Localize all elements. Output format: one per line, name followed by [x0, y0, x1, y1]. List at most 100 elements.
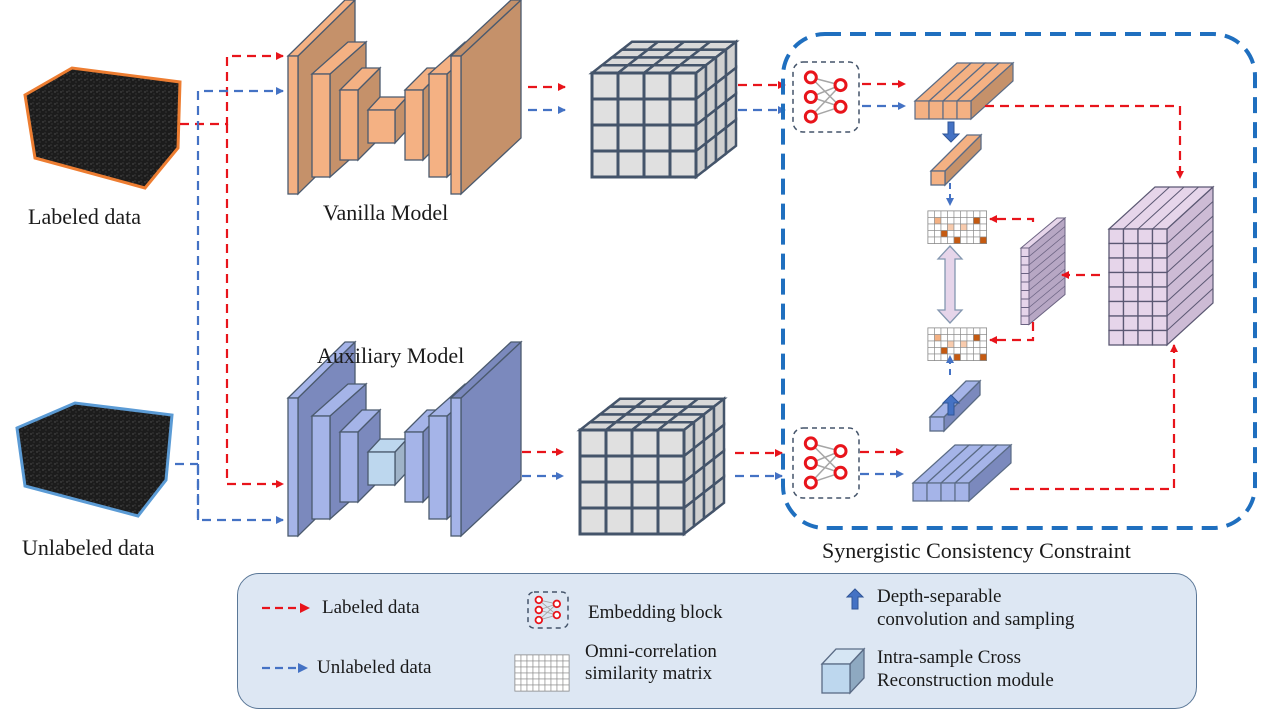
neuron-node [803, 90, 818, 104]
scc-red-flow-arrows [985, 104, 1184, 491]
vanilla-model-label: Vanilla Model [323, 200, 449, 225]
tensor-cell [1151, 271, 1168, 288]
cube-front-cell [616, 149, 646, 179]
tensor-cell [1122, 315, 1139, 332]
cube-front-cell [590, 123, 620, 153]
top-slab-to-pink-tensor-arrow [985, 104, 1184, 179]
cube-front-cell [630, 506, 660, 536]
tensor-cell [1122, 271, 1139, 288]
cube-front-cell [616, 123, 646, 153]
slice-to-bottom-matrix-arrow [989, 322, 1035, 344]
vanilla-decoder-layer-3 [449, 0, 522, 196]
cube-front-cell [590, 149, 620, 179]
vanilla-feature-slab [913, 61, 1015, 121]
tensor-cell [1108, 257, 1125, 274]
bottom-slab-to-pink-tensor-arrow [1010, 344, 1178, 491]
labeled-data-label: Labeled data [28, 204, 141, 229]
cube-front-cell [604, 480, 634, 510]
legend-similarity-line1: Omni-correlation [585, 641, 717, 662]
cube-front-cell [668, 97, 698, 127]
cube-front-cell [642, 97, 672, 127]
tensor-cell [1108, 315, 1125, 332]
legend-panel [237, 573, 1197, 709]
neuron-node [833, 465, 848, 480]
cube-side-cell [724, 117, 738, 157]
cube-side-cell [712, 474, 726, 514]
cube-side-cell [704, 132, 718, 172]
neuron-node [833, 99, 848, 114]
cube-front-cell [590, 97, 620, 127]
embedding-block-bottom-glyph [792, 427, 860, 499]
vanilla-rod [929, 133, 983, 187]
tensor-cell [1122, 257, 1139, 274]
tensor-cell [1108, 228, 1125, 245]
scc-region-border [781, 32, 1257, 530]
similarity-matrix-bottom [927, 327, 987, 361]
correlation-slice [1019, 216, 1067, 326]
cube-front-cell [578, 480, 608, 510]
cube-front-cell [642, 71, 672, 101]
tensor-cell [1122, 286, 1139, 303]
embedding-output-arrows [860, 80, 906, 478]
cube-front-cell [604, 506, 634, 536]
auxiliary-model-label: Auxiliary Model [317, 343, 465, 368]
tensor-cell [1137, 228, 1154, 245]
auxiliary-encoder-layer-3 [338, 408, 382, 504]
cube-front-cell [668, 71, 698, 101]
tensor-cell [1151, 228, 1168, 245]
legend-icr-line1: Intra-sample Cross [877, 647, 1022, 668]
tensor-cell [1122, 242, 1139, 259]
auxiliary-rod-body [928, 379, 982, 433]
tensor-cell [1108, 300, 1125, 317]
cube-side-cell [692, 489, 706, 529]
embedding-border [792, 427, 860, 499]
cube-front-cell [630, 428, 660, 458]
cube-front-cell [604, 454, 634, 484]
tensor-cell [1151, 300, 1168, 317]
cube-front-cell [578, 428, 608, 458]
model-output-arrows [522, 83, 566, 480]
tensor-cell [1122, 300, 1139, 317]
legend-embedding-block: Embedding block [588, 602, 723, 623]
tensor-cell [1137, 242, 1154, 259]
cube-front-cell [590, 71, 620, 101]
unlabeled-volume-image [15, 401, 174, 518]
tensor-cell [1137, 257, 1154, 274]
cube-to-embedding-arrows [735, 81, 786, 480]
tensor-cell [1122, 329, 1139, 346]
cube-front-cell [656, 454, 686, 484]
similarity-matrix-top [927, 210, 987, 244]
embedding-block-top-glyph [792, 61, 860, 133]
unlabeled-to-vanilla-arrow [196, 87, 284, 520]
cube-front-cell [656, 428, 686, 458]
tensor-cell [1151, 315, 1168, 332]
cube-side-cell [714, 125, 728, 164]
tensor-cell [1137, 286, 1154, 303]
tensor-cell [1108, 271, 1125, 288]
auxiliary-model-network [286, 340, 523, 538]
cube-front-cell [604, 428, 634, 458]
vanilla-feature-cube [588, 39, 740, 180]
tensor-cell [1108, 286, 1125, 303]
cube-front-cell [668, 123, 698, 153]
consistency-double-arrow [936, 245, 964, 324]
cube-side-cell [702, 482, 716, 521]
cube-front-cell [616, 71, 646, 101]
neuron-node [803, 456, 818, 470]
cube-front-cell [642, 149, 672, 179]
tensor-cell [1151, 242, 1168, 259]
neuron-node [803, 109, 818, 124]
vanilla-bottleneck-block [366, 95, 409, 145]
neuron-node [833, 78, 848, 93]
tensor-cell [1137, 329, 1154, 346]
tensor-cell [1137, 315, 1154, 332]
auxiliary-feature-cube [576, 396, 728, 537]
cube-front-cell [578, 454, 608, 484]
legend-dsconv-line2: convolution and sampling [877, 609, 1075, 630]
dsconv-arrow-down [941, 121, 961, 143]
tensor-cell [1151, 329, 1168, 346]
neuron-node [803, 70, 818, 85]
labeled-volume-image [23, 66, 182, 190]
tensor-cell [1137, 300, 1154, 317]
vanilla-model-network [286, 0, 522, 196]
